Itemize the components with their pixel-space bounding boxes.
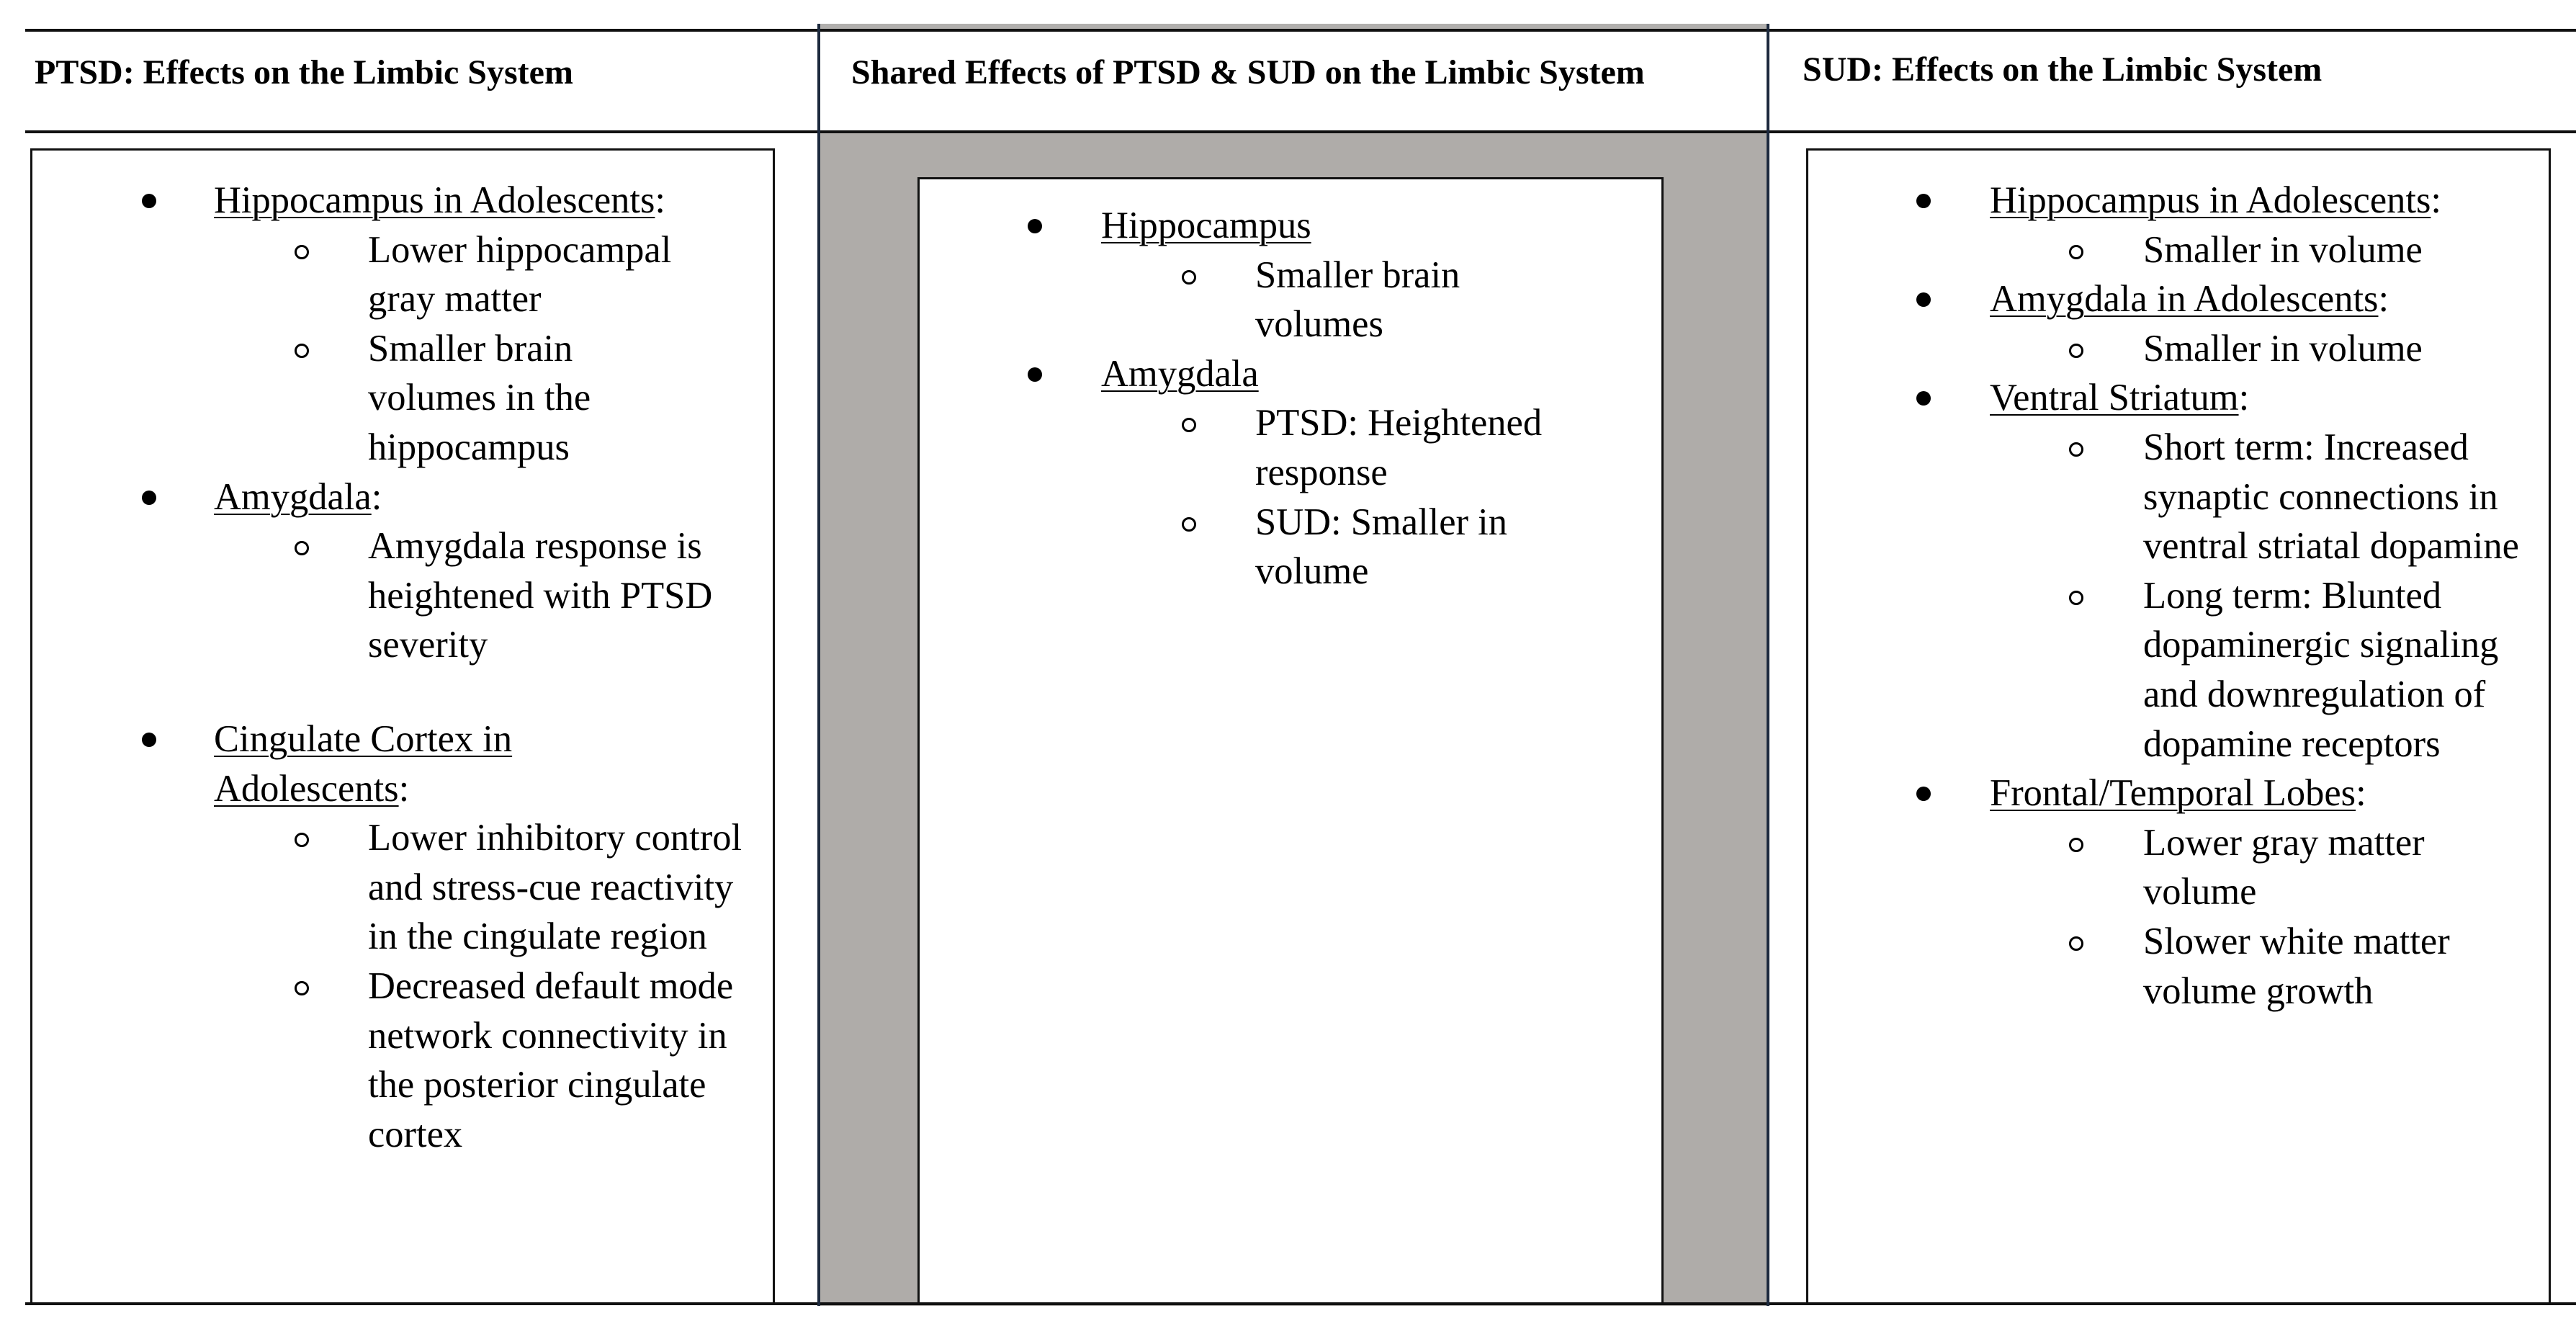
sub-item-text: SUD: Smaller in volume: [1255, 501, 1507, 593]
sub-item: Smaller brain volumes in the hippocampus: [32, 324, 777, 473]
circle-bullet-icon: [295, 980, 309, 995]
sub-item-text: Lower hippocampal gray matter: [368, 228, 672, 321]
circle-bullet-icon: [2069, 442, 2083, 457]
sub-item: Lower gray matter volume: [1808, 818, 2553, 917]
table-top-border: [25, 29, 2576, 32]
item-title: Amygdala:: [214, 475, 382, 518]
header-row-border: [25, 130, 2576, 133]
list-item: Cingulate Cortex in Adolescents: Lower i…: [32, 715, 777, 1159]
column-divider-left: [817, 24, 820, 1306]
list-item: Ventral Striatum: Short term: Increased …: [1808, 373, 2553, 769]
item-title: Hippocampus: [1101, 205, 1311, 246]
ptsd-effects-list: Hippocampus in Adolescents: Lower hippoc…: [32, 176, 777, 1159]
item-title: Amygdala: [1101, 352, 1259, 395]
circle-bullet-icon: [1182, 269, 1196, 285]
list-item: Hippocampus Smaller brain volumes: [920, 201, 1666, 349]
sub-item-text: Short term: Increased synaptic connectio…: [2143, 426, 2519, 568]
sud-column-header: SUD: Effects on the Limbic System: [1803, 50, 2323, 89]
sub-item-text: Smaller brain volumes: [1255, 254, 1460, 346]
sub-item: Lower hippocampal gray matter: [32, 225, 777, 324]
bullet-icon: [1028, 367, 1042, 382]
sub-item: Smaller in volume: [1808, 225, 2553, 275]
bullet-icon: [142, 194, 156, 208]
bullet-icon: [1916, 787, 1931, 802]
item-title: Amygdala in Adolescents:: [1990, 278, 2389, 321]
sub-item: Decreased default mode network connectiv…: [32, 962, 777, 1159]
circle-bullet-icon: [2069, 590, 2083, 605]
sub-item-text: Smaller brain volumes in the hippocampus: [368, 327, 591, 468]
list-item: Hippocampus in Adolescents: Lower hippoc…: [32, 176, 777, 473]
item-title: Cingulate Cortex in Adolescents:: [214, 717, 513, 810]
circle-bullet-icon: [295, 833, 309, 848]
list-item: Amygdala PTSD: Heightened response SUD: …: [920, 349, 1666, 596]
list-item: Amygdala in Adolescents: Smaller in volu…: [1808, 274, 2553, 373]
sud-effects-list: Hippocampus in Adolescents: Smaller in v…: [1808, 176, 2553, 1016]
circle-bullet-icon: [1182, 516, 1196, 532]
shared-header-cell: [819, 31, 1769, 133]
column-divider-right: [1767, 24, 1769, 1306]
shared-column-top-band: [819, 24, 1769, 30]
bullet-icon: [1916, 292, 1931, 308]
sub-item: Smaller brain volumes: [920, 251, 1666, 349]
sub-item-text: Decreased default mode network connectiv…: [368, 964, 734, 1155]
sub-item: Short term: Increased synaptic connectio…: [1808, 423, 2553, 571]
item-title: Hippocampus in Adolescents:: [214, 179, 666, 221]
circle-bullet-icon: [1182, 418, 1196, 433]
item-title: Hippocampus in Adolescents:: [1990, 179, 2442, 221]
sub-item-text: Lower inhibitory control and stress-cue …: [368, 817, 742, 958]
sub-item: Amygdala response is heightened with PTS…: [32, 521, 777, 670]
circle-bullet-icon: [295, 343, 309, 358]
sub-item-text: Smaller in volume: [2143, 327, 2423, 370]
bullet-icon: [1916, 194, 1931, 208]
list-item: Frontal/Temporal Lobes: Lower gray matte…: [1808, 769, 2553, 1016]
item-title: Ventral Striatum:: [1990, 377, 2250, 419]
sub-item-text: Amygdala response is heightened with PTS…: [368, 525, 713, 666]
ptsd-column-header: PTSD: Effects on the Limbic System: [35, 53, 573, 91]
circle-bullet-icon: [295, 541, 309, 556]
sub-item: Lower inhibitory control and stress-cue …: [32, 813, 777, 962]
circle-bullet-icon: [2069, 343, 2083, 358]
spacer: [32, 670, 777, 715]
item-title: Frontal/Temporal Lobes:: [1990, 772, 2366, 815]
sub-item-text: Smaller in volume: [2143, 228, 2423, 271]
sub-item: Smaller in volume: [1808, 324, 2553, 374]
sub-item: PTSD: Heightened response: [920, 398, 1666, 497]
circle-bullet-icon: [2069, 837, 2083, 852]
shared-effects-box: Hippocampus Smaller brain volumes Amygda…: [917, 177, 1664, 1304]
sub-item-text: Long term: Blunted dopaminergic signalin…: [2143, 574, 2499, 765]
sub-item: Long term: Blunted dopaminergic signalin…: [1808, 571, 2553, 769]
list-item: Hippocampus in Adolescents: Smaller in v…: [1808, 176, 2553, 274]
circle-bullet-icon: [2069, 936, 2083, 951]
bullet-icon: [142, 490, 156, 505]
sud-effects-box: Hippocampus in Adolescents: Smaller in v…: [1806, 148, 2551, 1304]
bullet-icon: [142, 732, 156, 747]
ptsd-effects-box: Hippocampus in Adolescents: Lower hippoc…: [30, 148, 775, 1304]
list-item: Amygdala: Amygdala response is heightene…: [32, 473, 777, 670]
bullet-icon: [1028, 219, 1042, 233]
sub-item: Slower white matter volume growth: [1808, 917, 2553, 1016]
circle-bullet-icon: [2069, 244, 2083, 259]
sub-item-text: PTSD: Heightened response: [1255, 402, 1543, 493]
shared-column-header: Shared Effects of PTSD & SUD on the Limb…: [851, 53, 1645, 91]
sub-item-text: Slower white matter volume growth: [2143, 920, 2450, 1012]
sub-item-text: Lower gray matter volume: [2143, 821, 2425, 913]
bullet-icon: [1916, 391, 1931, 406]
shared-effects-list: Hippocampus Smaller brain volumes Amygda…: [920, 201, 1666, 596]
sub-item: SUD: Smaller in volume: [920, 498, 1666, 596]
circle-bullet-icon: [295, 244, 309, 259]
